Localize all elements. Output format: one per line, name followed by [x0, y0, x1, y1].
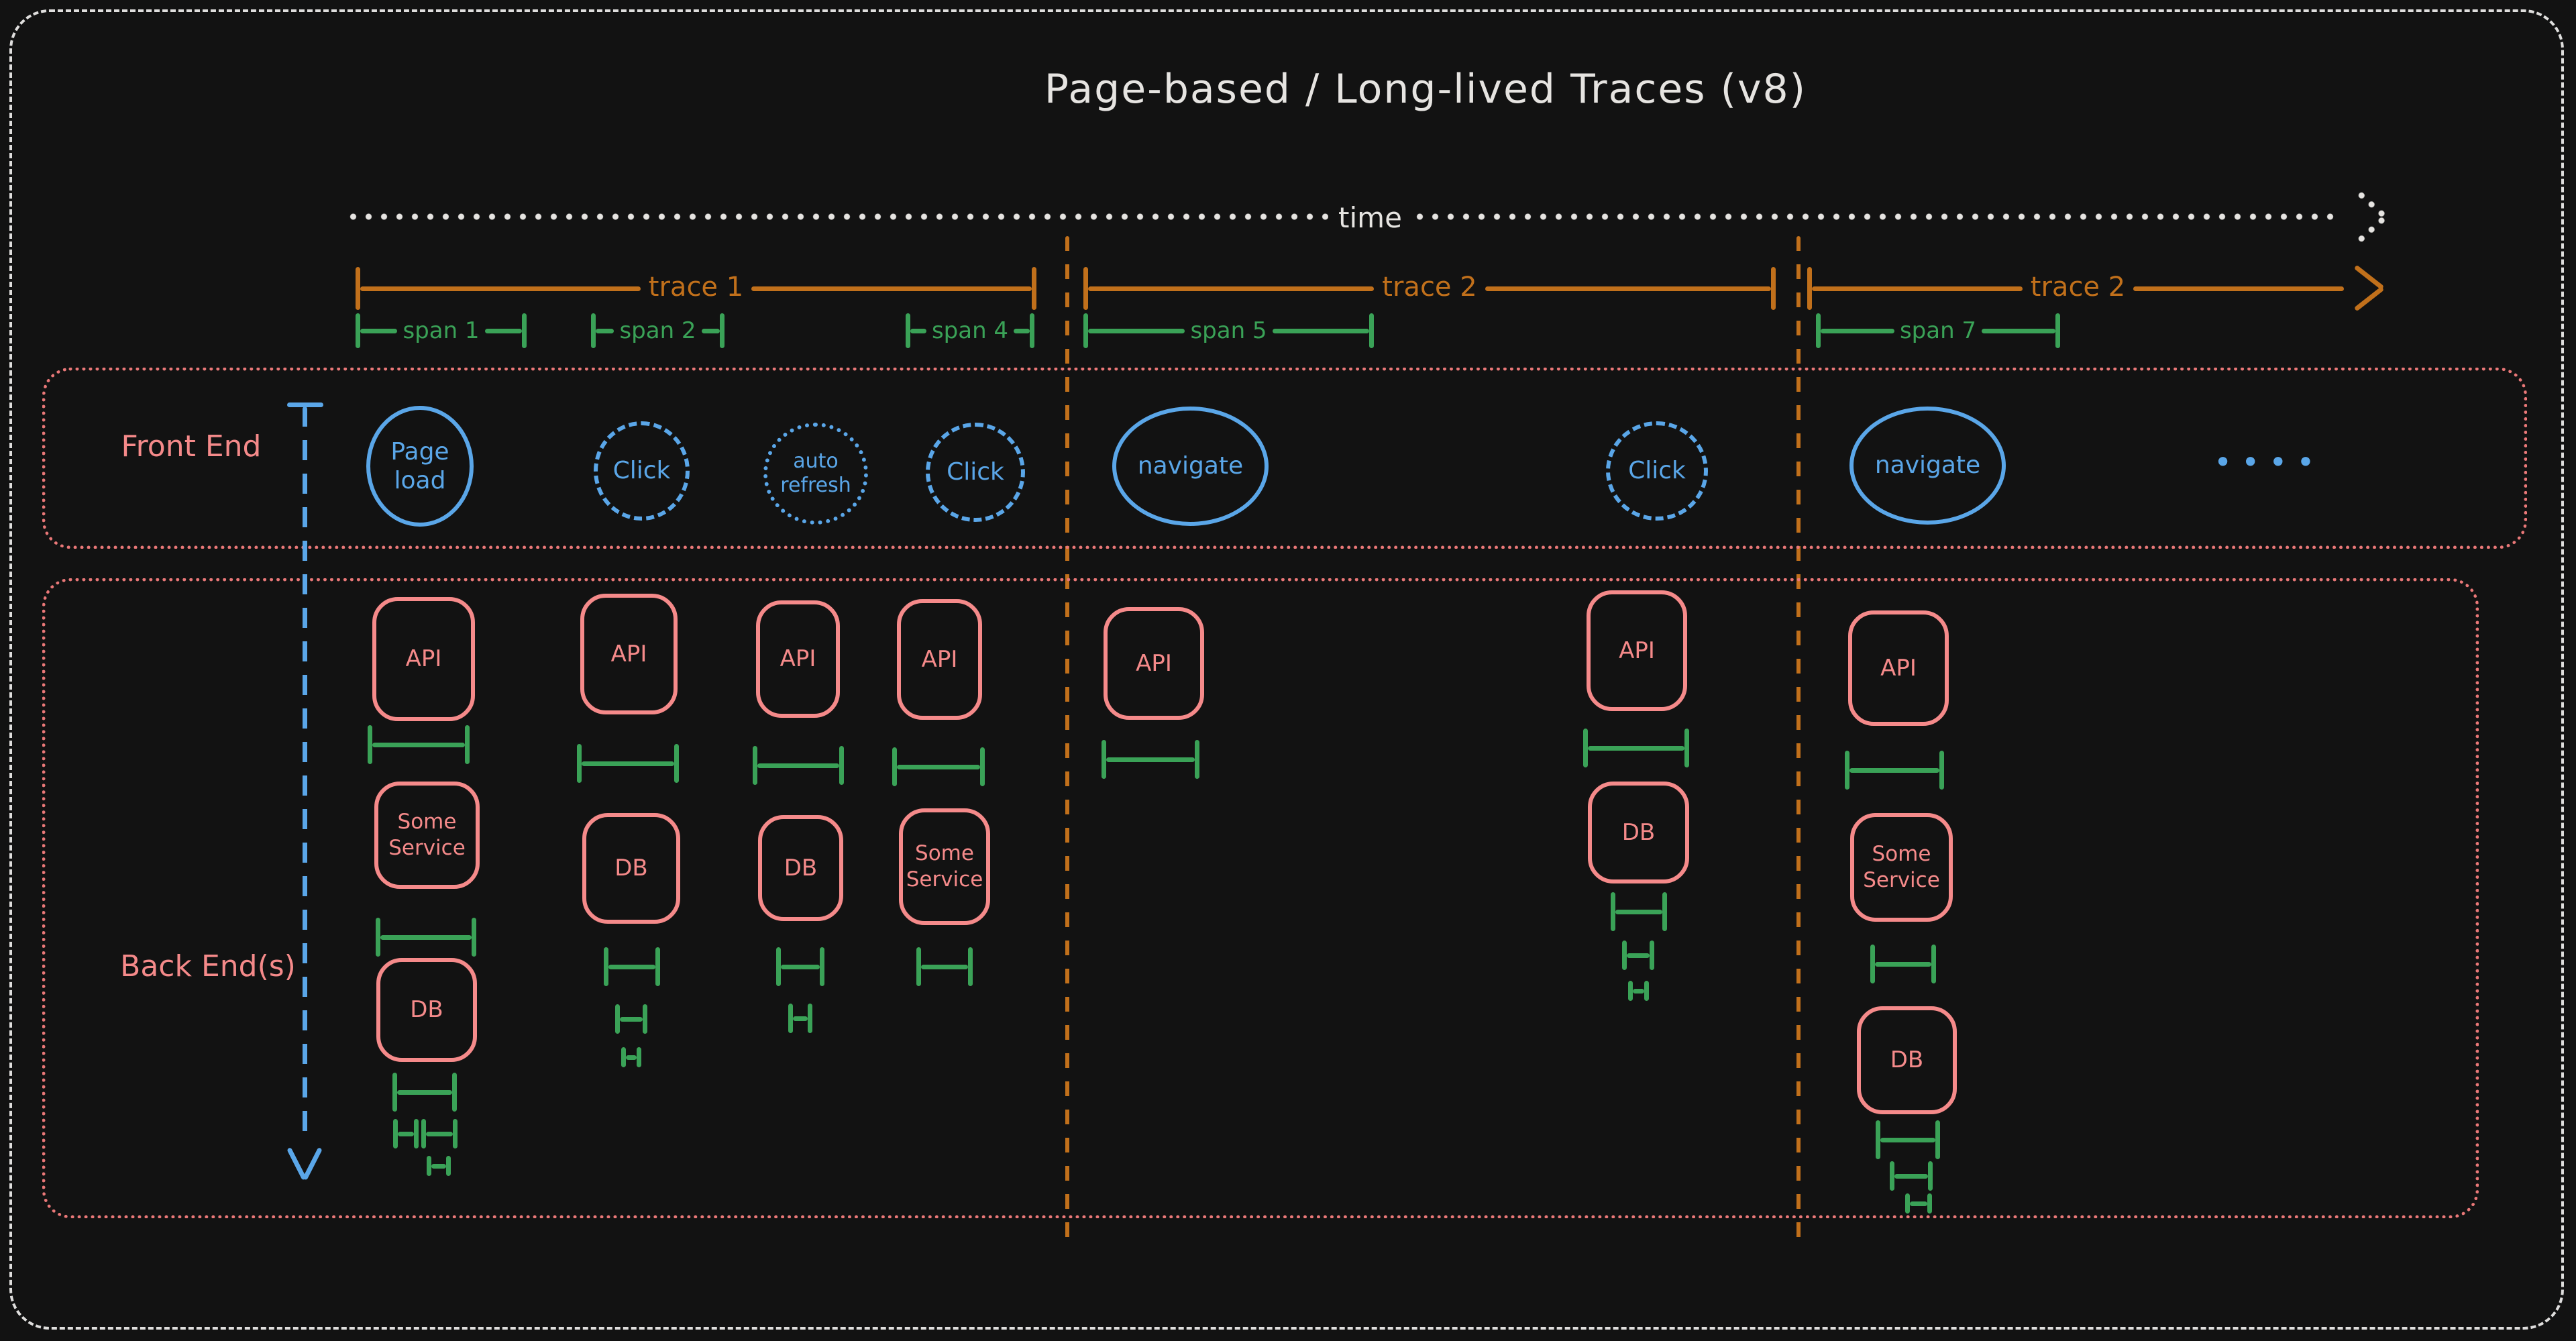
- span-mark: [1845, 751, 1944, 790]
- backend-box-some-service: Some Service: [374, 782, 480, 889]
- trace-bar-1: trace 1: [356, 267, 1036, 310]
- span-label: span 4: [931, 317, 1009, 344]
- span-bracket-2: span 2: [591, 313, 724, 348]
- frontend-lane-label: Front End: [121, 429, 262, 464]
- frontend-lane-box: [42, 368, 2527, 549]
- span-mark: [916, 947, 973, 986]
- time-axis-label: time: [1338, 201, 1402, 234]
- backend-box-api: API: [372, 597, 475, 721]
- canvas-dashed-border: [9, 9, 2564, 1330]
- span-label: span 2: [619, 317, 696, 344]
- backend-box-api: API: [756, 600, 840, 718]
- span-mark: [368, 725, 470, 764]
- span-label: span 1: [402, 317, 480, 344]
- span-mark: [776, 947, 824, 986]
- span-mark: [604, 947, 660, 986]
- backend-box-api: API: [897, 599, 982, 720]
- span-mark: [577, 744, 679, 783]
- frontend-event-page-load: Page load: [366, 406, 474, 527]
- time-axis-line-right: [1412, 213, 2341, 220]
- backend-box-api: API: [580, 594, 678, 714]
- span-mark: [1611, 892, 1667, 931]
- trace-bar-2: trace 2: [1083, 267, 1776, 310]
- time-axis-arrowhead-icon: [2341, 189, 2388, 246]
- span-mark: [1628, 981, 1649, 1001]
- span-mark: [427, 1156, 451, 1176]
- diagram-title: Page-based / Long-lived Traces (v8): [1044, 66, 1807, 113]
- backend-box-api: API: [1104, 607, 1204, 720]
- more-events-ellipsis: ••••: [2214, 444, 2324, 480]
- span-mark: [421, 1119, 458, 1148]
- time-axis-line-left: [345, 213, 1328, 220]
- frontend-event-navigate-2: navigate: [1849, 407, 2006, 525]
- span-label: span 7: [1899, 317, 1977, 344]
- frontend-event-click-2: Click: [926, 423, 1025, 522]
- span-mark: [1876, 1120, 1940, 1159]
- span-bracket-7: span 7: [1816, 313, 2060, 348]
- flow-arrow-cap: [287, 403, 323, 407]
- span-bracket-4: span 4: [906, 313, 1034, 348]
- backend-box-db: DB: [582, 813, 680, 924]
- span-mark: [1870, 945, 1936, 983]
- backend-box-db: DB: [758, 815, 843, 921]
- backend-lane-box: [42, 578, 2479, 1218]
- span-mark: [393, 1119, 419, 1148]
- frontend-event-auto-refresh: auto refresh: [763, 423, 868, 525]
- frontend-event-navigate-1: navigate: [1112, 407, 1269, 526]
- span-mark: [788, 1004, 812, 1033]
- trace-label: trace 2: [1382, 272, 1477, 303]
- backend-box-db: DB: [1588, 782, 1689, 883]
- trace-label: trace 1: [648, 272, 744, 303]
- backend-box-some-service: Some Service: [899, 808, 990, 925]
- span-mark: [753, 746, 844, 785]
- span-label: span 5: [1190, 317, 1267, 344]
- span-mark: [1905, 1193, 1932, 1214]
- backend-box-api: API: [1848, 610, 1949, 726]
- span-mark: [892, 747, 985, 786]
- trace-boundary-guide-2: [1796, 236, 1801, 1248]
- span-mark: [376, 918, 476, 957]
- span-mark: [1102, 740, 1199, 779]
- span-bracket-5: span 5: [1083, 313, 1374, 348]
- backend-box-api: API: [1587, 590, 1687, 711]
- span-mark: [615, 1004, 647, 1034]
- span-mark: [392, 1073, 457, 1112]
- backend-lane-label: Back End(s): [120, 949, 296, 983]
- span-mark: [1622, 941, 1654, 970]
- backend-box-some-service: Some Service: [1850, 813, 1953, 922]
- trace-label: trace 2: [2030, 272, 2126, 303]
- backend-box-db: DB: [1857, 1006, 1957, 1114]
- span-bracket-1: span 1: [356, 313, 527, 348]
- span-mark: [1890, 1161, 1933, 1191]
- trace-bar-3: trace 2: [1807, 264, 2385, 312]
- flow-arrowhead-icon: [284, 1139, 325, 1181]
- span-mark: [621, 1047, 641, 1067]
- backend-box-db: DB: [376, 958, 477, 1062]
- trace-boundary-guide-1: [1065, 236, 1069, 1248]
- flow-arrow-line: [303, 407, 307, 1142]
- trace-arrowhead-icon: [2344, 264, 2385, 312]
- frontend-event-click-3: Click: [1606, 421, 1708, 521]
- frontend-event-click-1: Click: [594, 421, 690, 521]
- span-mark: [1583, 729, 1689, 767]
